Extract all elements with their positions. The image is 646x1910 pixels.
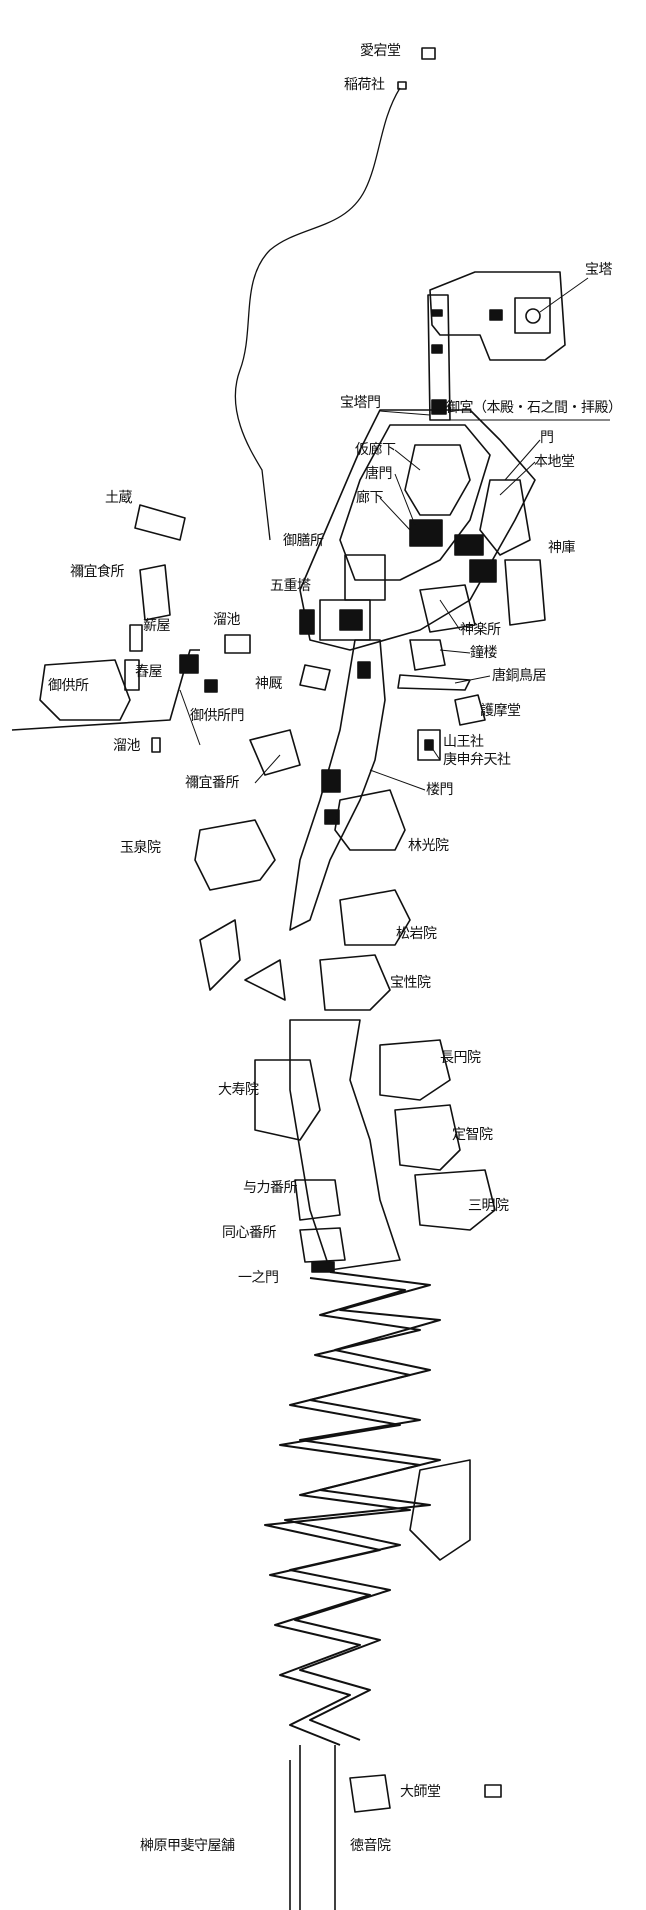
label-gyokyu: 御宮（本殿・石之間・拝殿） (446, 400, 622, 416)
label-karamon: 唐門 (365, 466, 393, 482)
tamariike-pond-2 (151, 737, 161, 753)
label-karadorii: 唐銅鳥居 (492, 668, 547, 684)
sanmyoin-building (414, 1169, 496, 1231)
label-tamariike-2: 溜池 (113, 738, 141, 754)
label-gokushomon: 御供所門 (190, 708, 245, 724)
label-sakakibara: 榊原甲斐守屋舗 (140, 1838, 235, 1854)
shinko-building (504, 559, 546, 626)
label-kagurasho: 神楽所 (460, 622, 501, 638)
negishokusho-building (139, 564, 171, 621)
daijuin-building (254, 1059, 321, 1141)
label-roka: 廊下 (356, 490, 384, 506)
label-negishokusho: 禰宜食所 (70, 564, 125, 580)
label-hotomon: 宝塔門 (340, 395, 381, 411)
yorikibansho-building (294, 1179, 341, 1221)
label-choenin: 長円院 (440, 1050, 481, 1066)
label-rinkoin: 林光院 (408, 838, 449, 854)
makiya-building (129, 624, 143, 652)
label-sanmyoin: 三明院 (468, 1198, 509, 1214)
tamariike-pond-1 (224, 634, 251, 654)
terraces (199, 919, 286, 1001)
jochiin-building (394, 1104, 461, 1171)
label-daijuin: 大寿院 (218, 1082, 259, 1098)
daishido-building (349, 1774, 391, 1813)
gokusho-complex (39, 659, 131, 721)
label-gokusho: 御供所 (48, 678, 89, 694)
south-bastion (409, 1459, 471, 1561)
label-gozensho: 御膳所 (283, 533, 324, 549)
ichinomon-gate (311, 1261, 335, 1273)
label-ichinomon: 一之門 (238, 1270, 279, 1286)
label-dozo: 土蔵 (105, 490, 133, 506)
label-tokuonin: 徳音院 (350, 1838, 391, 1854)
atagodo-building (421, 47, 436, 60)
label-shinkyu: 神厩 (255, 676, 283, 692)
negibansho-building (249, 729, 301, 776)
label-gojunoto: 五重塔 (270, 578, 311, 594)
label-honjido: 本地堂 (534, 454, 575, 470)
label-hoto: 宝塔 (585, 262, 613, 278)
gozensho-building (344, 554, 386, 601)
label-hoshoin: 宝性院 (390, 975, 431, 991)
label-tsukiya: 舂屋 (135, 664, 163, 680)
honjido-building (479, 479, 531, 556)
label-tamariike-1: 溜池 (213, 612, 241, 628)
gyokyu-inner (339, 424, 491, 581)
honden (404, 444, 471, 516)
choenin-building (379, 1039, 451, 1101)
inarisha-building (397, 81, 407, 90)
hoshoin-building (319, 954, 391, 1011)
label-sannosha: 山王社 (443, 734, 484, 750)
doshinbansho-building (299, 1227, 346, 1263)
karadorii (397, 674, 471, 691)
label-gomado: 護摩堂 (480, 703, 521, 719)
label-gyokusenin: 玉泉院 (120, 840, 161, 856)
label-doshinbansho: 同心番所 (222, 1225, 277, 1241)
shoro-building (409, 639, 446, 671)
label-negibansho: 禰宜番所 (185, 775, 240, 791)
tsukiya-building (124, 659, 140, 691)
kagurasho-building (419, 584, 476, 633)
label-jochiin: 定智院 (452, 1127, 493, 1143)
gyokyu-enclosure (299, 409, 536, 651)
label-shoro: 鐘楼 (470, 645, 498, 661)
lower-approach (289, 1019, 401, 1271)
label-atagodo: 愛宕堂 (360, 43, 401, 59)
label-mon: 門 (540, 430, 554, 446)
label-makiya: 薪屋 (143, 618, 171, 634)
label-daishido: 大師堂 (400, 1784, 441, 1800)
label-yorikibansho: 与力番所 (243, 1180, 298, 1196)
final-approach (289, 1745, 336, 1910)
label-shoganin: 松岩院 (396, 926, 437, 942)
rinkoin-building (334, 789, 406, 851)
label-shinko: 神庫 (548, 540, 576, 556)
gomado-building (454, 694, 486, 726)
shoganin-building (339, 889, 411, 946)
dozo-building (134, 504, 186, 541)
hoto-enclosure (429, 271, 566, 361)
hoto-tower (525, 308, 541, 324)
label-romon: 楼門 (426, 782, 454, 798)
small-building-east (484, 1784, 502, 1798)
label-inarisha: 稲荷社 (344, 77, 385, 93)
gyokusenin-building (194, 819, 276, 891)
label-kariroka: 仮廊下 (355, 442, 396, 458)
mountain-path (234, 87, 401, 541)
shinkyu-building (299, 664, 331, 691)
gokusho-wall (11, 649, 200, 731)
zigzag-stairs (284, 1271, 441, 1741)
hoto-building (514, 297, 551, 334)
label-koshinbenten: 庚申弁天社 (443, 752, 511, 768)
